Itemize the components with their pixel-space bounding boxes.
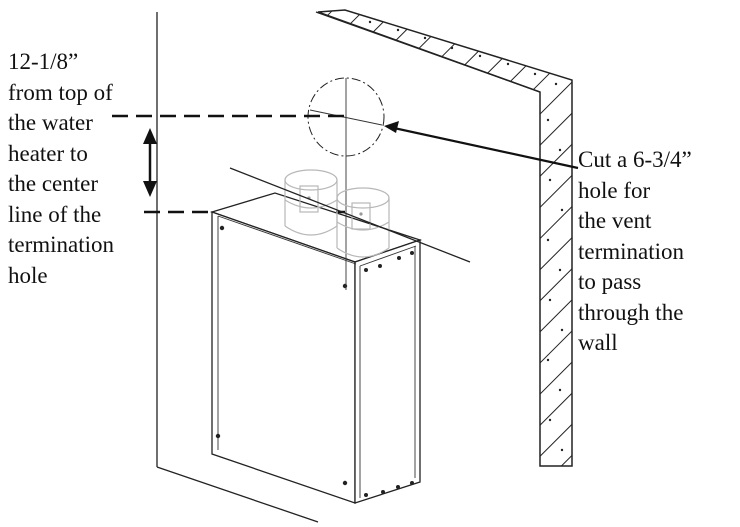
- water-heater: [209, 158, 423, 504]
- note-line: the vent: [578, 208, 652, 233]
- hole-pointer-arrow: [384, 121, 579, 170]
- note-line: through the: [578, 299, 684, 325]
- note-line: termination: [578, 238, 685, 264]
- vent-collars: [284, 169, 390, 258]
- note-line: from top of: [8, 79, 113, 105]
- dimension-arrow: [143, 128, 157, 197]
- note-line: the water: [8, 110, 93, 135]
- note-line: heater to: [8, 140, 88, 166]
- note-line: hole: [8, 262, 48, 288]
- height-instruction-note: 12-1/8” from top of the water heater to …: [8, 47, 114, 291]
- note-line: Cut a 6-3/4”: [578, 147, 692, 172]
- note-line: hole for: [578, 177, 651, 203]
- note-line: wall: [578, 330, 618, 355]
- hole-cut-instruction-note: Cut a 6-3/4” hole for the vent terminati…: [578, 145, 692, 359]
- note-line: 12-1/8”: [8, 49, 79, 74]
- note-line: line of the: [8, 201, 102, 227]
- floor-reference-line: [229, 167, 471, 263]
- note-line: the center: [8, 171, 99, 196]
- wall-section: [317, 9, 573, 467]
- note-line: termination: [8, 232, 115, 257]
- note-line: to pass: [578, 269, 642, 294]
- termination-hole: [307, 77, 385, 158]
